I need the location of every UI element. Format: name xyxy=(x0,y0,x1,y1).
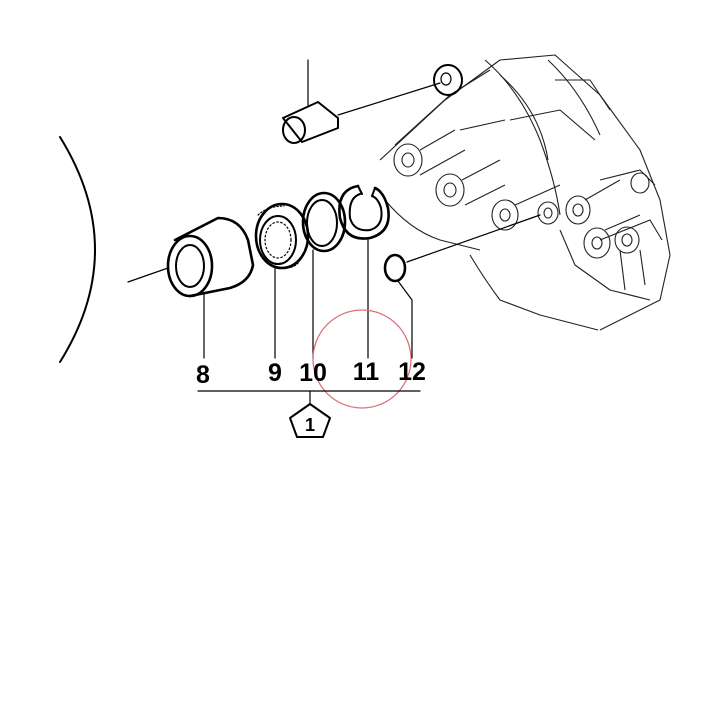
callout-leaders xyxy=(203,239,413,359)
callout-9: 9 xyxy=(268,359,282,387)
top-sleeve xyxy=(282,59,463,144)
callout-11: 11 xyxy=(353,358,380,386)
kit-symbol: 1 xyxy=(289,403,331,438)
part-9-seal xyxy=(254,202,310,270)
part-8-bushing xyxy=(166,216,255,298)
part-11-circlip xyxy=(338,184,390,240)
highlight-circle xyxy=(312,309,412,409)
kit-symbol-label: 1 xyxy=(305,415,315,435)
callout-10: 10 xyxy=(299,359,327,387)
callout-12: 12 xyxy=(398,358,426,386)
housing-edge-arc xyxy=(59,136,96,363)
part-10-washer xyxy=(301,191,347,253)
engine-block xyxy=(379,54,671,331)
part-12-oring xyxy=(383,214,541,283)
callout-8: 8 xyxy=(196,361,210,389)
axis-line xyxy=(127,267,169,283)
